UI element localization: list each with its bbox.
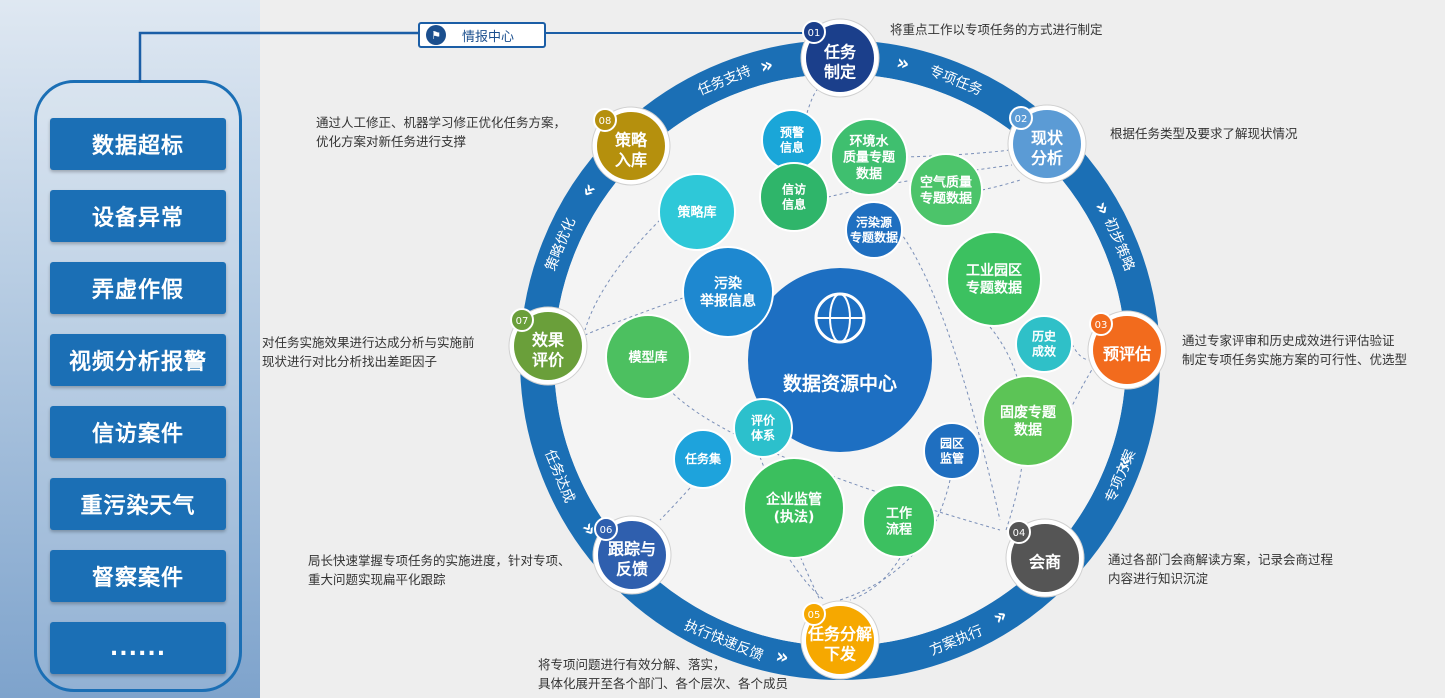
data-bubble: [1015, 315, 1073, 373]
step-number: 07: [516, 316, 529, 327]
data-bubble-label: 策略库: [677, 205, 716, 221]
data-bubble-label: 评价体系: [751, 414, 776, 443]
step-number-badge: [510, 308, 534, 332]
alert-type-button[interactable]: 督察案件: [50, 550, 226, 602]
alert-type-button[interactable]: 设备异常: [50, 190, 226, 242]
alert-type-button[interactable]: ......: [50, 622, 226, 674]
data-flow-line: [981, 179, 1021, 191]
step-number-badge: [1089, 312, 1113, 336]
step-number: 02: [1015, 114, 1028, 125]
data-bubble: [658, 173, 736, 251]
data-center-circle: [748, 268, 932, 452]
step-number-badge: [802, 602, 826, 626]
step-number-badge: [593, 108, 617, 132]
step-note: 通过各部门会商解读方案，记录会商过程 内容进行知识沉淀: [1108, 552, 1334, 586]
data-bubble: [845, 201, 903, 259]
data-center-label: 数据资源中心: [783, 372, 897, 395]
step-number: 04: [1013, 528, 1026, 539]
data-bubble: [605, 314, 691, 400]
step-number-badge: [594, 517, 618, 541]
step-note: 将重点工作以专项任务的方式进行制定: [890, 22, 1103, 37]
step-label: 会商: [1029, 553, 1061, 572]
data-bubble-label: 空气质量专题数据: [920, 174, 972, 206]
data-bubble-label: 工作流程: [886, 505, 912, 537]
step-label: 预评估: [1103, 345, 1151, 364]
flag-icon: ⚑: [426, 25, 446, 45]
step-node: [806, 606, 874, 674]
data-bubble: [830, 118, 908, 196]
data-bubble: [982, 375, 1074, 467]
data-flow-line: [904, 149, 1011, 158]
data-bubble-label: 工业园区专题数据: [966, 263, 1022, 297]
step-number-badge: [1007, 520, 1031, 544]
alert-type-button[interactable]: 数据超标: [50, 118, 226, 170]
alert-type-button[interactable]: 视频分析报警: [50, 334, 226, 386]
step-label: 现状分析: [1031, 129, 1064, 168]
data-flow-line: [584, 219, 661, 331]
data-flow-line: [989, 326, 1026, 531]
chevron-icon: »: [894, 50, 912, 76]
data-bubble-label: 企业监管(执法): [765, 491, 822, 526]
step-number-badge: [1009, 106, 1033, 130]
data-bubble-label: 信访信息: [782, 182, 806, 212]
data-flow-line: [659, 487, 691, 521]
step-node: [598, 521, 666, 589]
step-number: 03: [1095, 320, 1108, 331]
step-note: 通过人工修正、机器学习修正优化任务方案， 优化方案对新任务进行支撑: [316, 115, 567, 149]
step-node: [514, 312, 582, 380]
step-label: 策略入库: [614, 131, 648, 170]
step-node: [1093, 316, 1161, 384]
chevron-icon: »: [757, 52, 775, 78]
data-bubble: [923, 422, 981, 480]
step-label: 效果评价: [532, 331, 565, 370]
data-bubble-label: 园区监管: [940, 437, 964, 466]
alert-type-button[interactable]: 信访案件: [50, 406, 226, 458]
step-label: 任务制定: [823, 43, 857, 82]
step-note: 局长快速掌握专项任务的实施进度，针对专项、 重大问题实现扁平化跟踪: [308, 553, 571, 587]
data-flow-line: [827, 164, 1013, 198]
intel-center-label: 情报中心: [462, 29, 515, 45]
data-bubble: [862, 484, 936, 558]
step-node: [597, 112, 665, 180]
step-node: [1011, 524, 1079, 592]
step-label: 任务分解下发: [807, 625, 872, 664]
step-note: 将专项问题进行有效分解、落实， 具体化展开至各个部门、各个层次、各个成员: [538, 657, 789, 691]
step-label: 跟踪与反馈: [608, 540, 656, 579]
data-flow-line: [899, 231, 1001, 521]
data-bubble-label: 历史成效: [1032, 329, 1057, 359]
data-flow-line: [849, 557, 901, 601]
data-bubble: [682, 246, 774, 338]
connector-line: [138, 31, 418, 82]
alert-type-button[interactable]: 弄虚作假: [50, 262, 226, 314]
data-bubble-label: 预警信息: [780, 125, 804, 155]
step-number: 08: [599, 116, 612, 127]
step-node: [806, 24, 874, 92]
data-bubble: [733, 398, 793, 458]
step-number-badge: [802, 20, 826, 44]
step-note: 对任务实施效果进行达成分析与实施前 现状进行对比分析找出差距因子: [262, 335, 475, 369]
data-bubble-label: 任务集: [684, 451, 722, 466]
step-number: 06: [600, 525, 613, 536]
step-number: 05: [808, 610, 821, 621]
step-number: 01: [808, 28, 821, 39]
data-bubble: [909, 153, 983, 227]
data-bubble-label: 模型库: [628, 350, 667, 366]
data-bubble: [946, 231, 1042, 327]
data-bubble: [759, 162, 829, 232]
intel-center-box[interactable]: ⚑ 情报中心: [418, 22, 546, 48]
data-bubble: [743, 457, 845, 559]
step-note: 根据任务类型及要求了解现状情况: [1110, 126, 1298, 141]
step-node: [1013, 110, 1081, 178]
data-bubble-label: 污染源专题数据: [850, 215, 898, 245]
alert-type-button[interactable]: 重污染天气: [50, 478, 226, 530]
data-bubble-label: 固废专题数据: [1000, 404, 1057, 439]
step-note: 通过专家评审和历史成效进行评估验证 制定专项任务实施方案的可行性、优选型: [1182, 333, 1408, 367]
data-flow-line: [789, 559, 826, 601]
chevron-icon: «: [773, 645, 790, 671]
data-flow-line: [1071, 343, 1091, 361]
data-bubble: [673, 429, 733, 489]
data-bubble-label: 环境水质量专题数据: [843, 133, 896, 182]
data-bubble-label: 污染举报信息: [699, 275, 756, 310]
